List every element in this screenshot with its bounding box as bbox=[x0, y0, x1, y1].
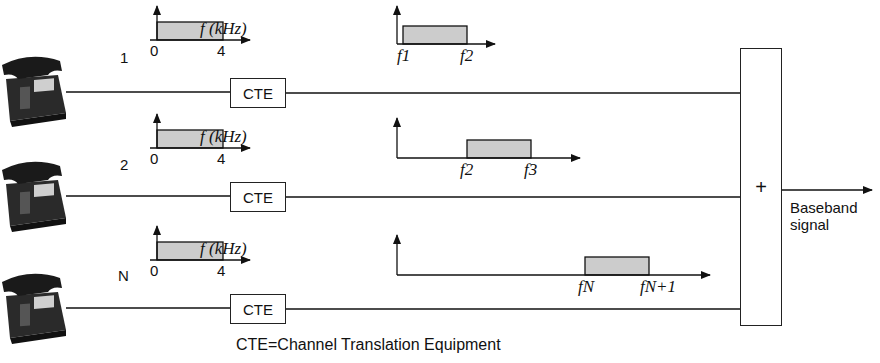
tick-label: 0 bbox=[150, 263, 158, 280]
cte-box: CTE bbox=[230, 294, 286, 324]
axis-label: f2 bbox=[460, 161, 473, 180]
axis-label: f3 bbox=[524, 161, 537, 180]
signal-line bbox=[286, 308, 740, 309]
cte-box: CTE bbox=[230, 182, 286, 212]
axis-label: fN bbox=[578, 278, 594, 297]
tick-label: N bbox=[118, 268, 129, 285]
signal-line bbox=[286, 196, 740, 197]
telephone bbox=[2, 162, 66, 232]
input-spectrum bbox=[150, 6, 250, 260]
box-label: CTE bbox=[243, 85, 273, 102]
tick-label: 4 bbox=[217, 43, 225, 60]
tick-label: 4 bbox=[217, 151, 225, 168]
axis-label: f1 bbox=[397, 47, 410, 66]
cte-box: CTE bbox=[230, 78, 286, 108]
signal-line bbox=[286, 92, 740, 93]
output-label: Baseband signal bbox=[790, 200, 868, 233]
output-arrow bbox=[782, 189, 872, 190]
caption: CTE=Channel Translation Equipment bbox=[236, 336, 501, 354]
axis-label: f (kHz) bbox=[200, 240, 247, 259]
telephone bbox=[2, 274, 66, 344]
phone-line bbox=[66, 92, 230, 308]
output-spectrum bbox=[397, 6, 710, 275]
axis-label: f (kHz) bbox=[200, 20, 247, 39]
box-label: CTE bbox=[243, 301, 273, 318]
axis-label: f (kHz) bbox=[200, 128, 247, 147]
tick-label: 1 bbox=[120, 50, 128, 67]
axis-label: fN+1 bbox=[640, 278, 676, 297]
tick-label: 2 bbox=[120, 157, 128, 174]
tick-label: 4 bbox=[217, 263, 225, 280]
tick-label: 0 bbox=[150, 151, 158, 168]
tick-label: 0 bbox=[150, 43, 158, 60]
box-label: CTE bbox=[243, 189, 273, 206]
box-label: + bbox=[755, 176, 767, 199]
axis-label: f2 bbox=[460, 47, 473, 66]
summing-box: + bbox=[740, 48, 782, 326]
telephone bbox=[2, 57, 66, 127]
